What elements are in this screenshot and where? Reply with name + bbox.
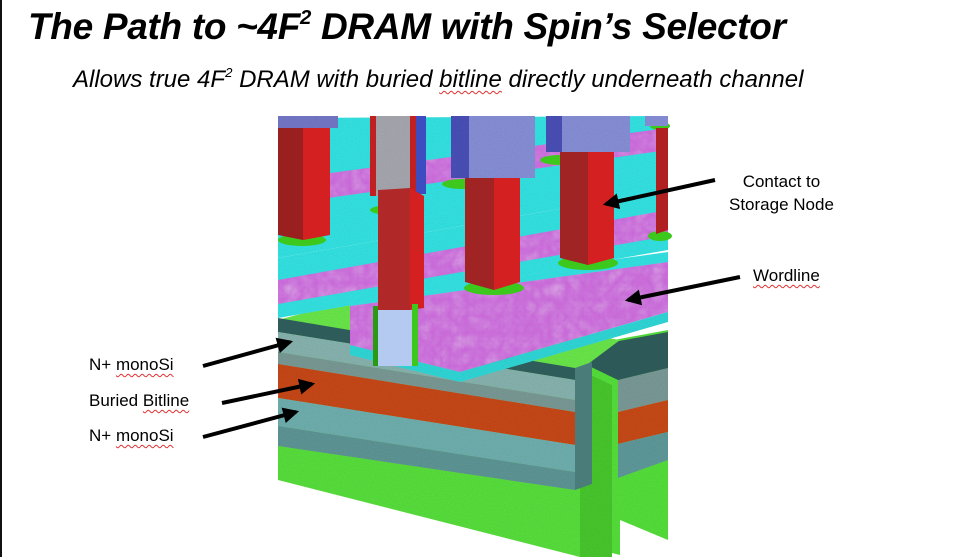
title-text-end: DRAM with Spin’s Selector [311,6,786,47]
callout-arrows [202,178,741,439]
label-wordline-text: Wordline [753,266,820,285]
storage-contact-pillars [278,125,668,290]
arrow-buried-bitline [221,378,316,405]
label-nplus-monosi-bottom: N+ monoSi [89,425,174,447]
subtitle-superscript: 2 [225,65,233,81]
slide-title: The Path to ~4F2 DRAM with Spin’s Select… [28,2,948,52]
label-bitline-text: Bitline [142,391,190,410]
slide-subtitle: Allows true 4F2 DRAM with buried bitline… [73,64,953,96]
arrow-wordline [624,275,741,306]
label-nplus-monosi-top: N+ monoSi [89,354,174,376]
label-contact-line1: Contact to [742,172,821,191]
arrow-nplus-bottom [202,407,300,439]
title-text: The Path to ~4F [28,6,301,47]
label-nplus-prefix-2: N+ [89,426,116,445]
label-nplus-prefix: N+ [89,355,116,374]
subtitle-text-mid: DRAM with buried [232,66,440,93]
label-monosi-text: monoSi [115,355,174,374]
central-selector-column [370,116,426,366]
capacitor-caps [278,116,668,178]
arrow-nplus-top [202,337,294,368]
label-contact-line2: Storage Node [729,195,834,214]
label-monosi-text-2: monoSi [115,426,174,445]
label-buried-prefix: Buried [89,391,143,410]
bitline-stack-right [560,332,668,478]
subtitle-spellcheck-word: bitline [439,66,502,93]
subtitle-text: Allows true 4F [73,66,226,93]
subtitle-text-end: directly underneath channel [501,66,804,93]
label-contact-storage-node: Contact to Storage Node [729,170,834,216]
arrow-contact [602,178,716,210]
title-superscript: 2 [300,6,312,29]
label-buried-bitline: Buried Bitline [89,390,189,412]
label-wordline: Wordline [753,265,820,287]
